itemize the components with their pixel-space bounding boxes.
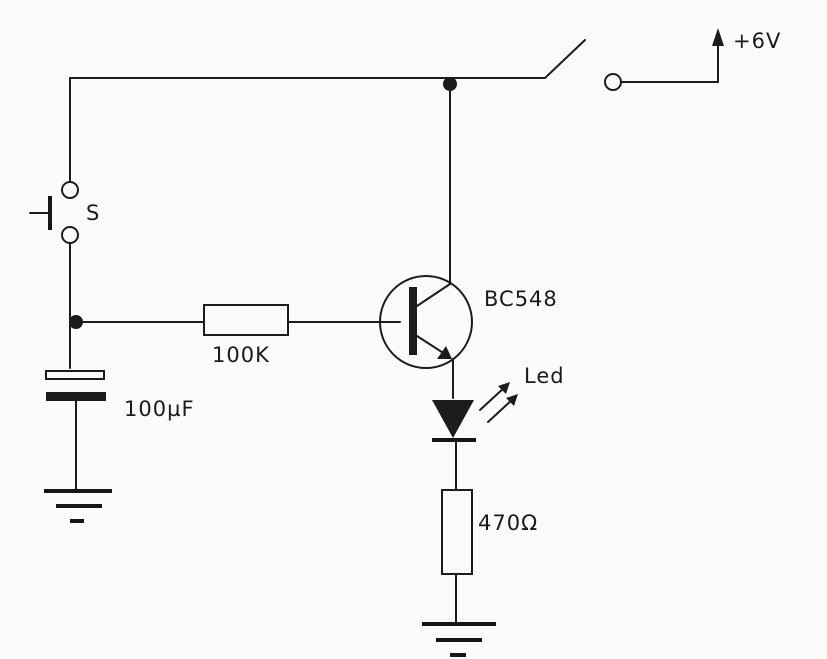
transistor-symbol xyxy=(379,275,473,369)
switch-label: S xyxy=(86,201,100,225)
supply-arrow-icon xyxy=(712,28,724,46)
base-resistor-label: 100K xyxy=(212,343,270,367)
led-light-arrow-icon xyxy=(498,382,510,394)
ground-right-icon xyxy=(422,622,496,657)
supply-label: +6V xyxy=(733,29,781,53)
led-resistor-label: 470Ω xyxy=(478,511,538,535)
base-resistor xyxy=(203,304,289,336)
led-label: Led xyxy=(524,364,565,388)
capacitor-symbol xyxy=(45,370,106,491)
led-symbol xyxy=(432,382,518,442)
transistor-label: BC548 xyxy=(484,287,558,311)
capacitor-label: 100µF xyxy=(124,397,195,421)
power-switch xyxy=(544,28,724,91)
led-light-arrow-icon-2 xyxy=(506,394,518,406)
led-resistor xyxy=(441,489,473,575)
top-rail-wire xyxy=(69,77,546,183)
ground-left-icon xyxy=(44,489,112,523)
push-switch-s xyxy=(29,181,79,244)
emitter-arrow-icon xyxy=(437,346,452,359)
